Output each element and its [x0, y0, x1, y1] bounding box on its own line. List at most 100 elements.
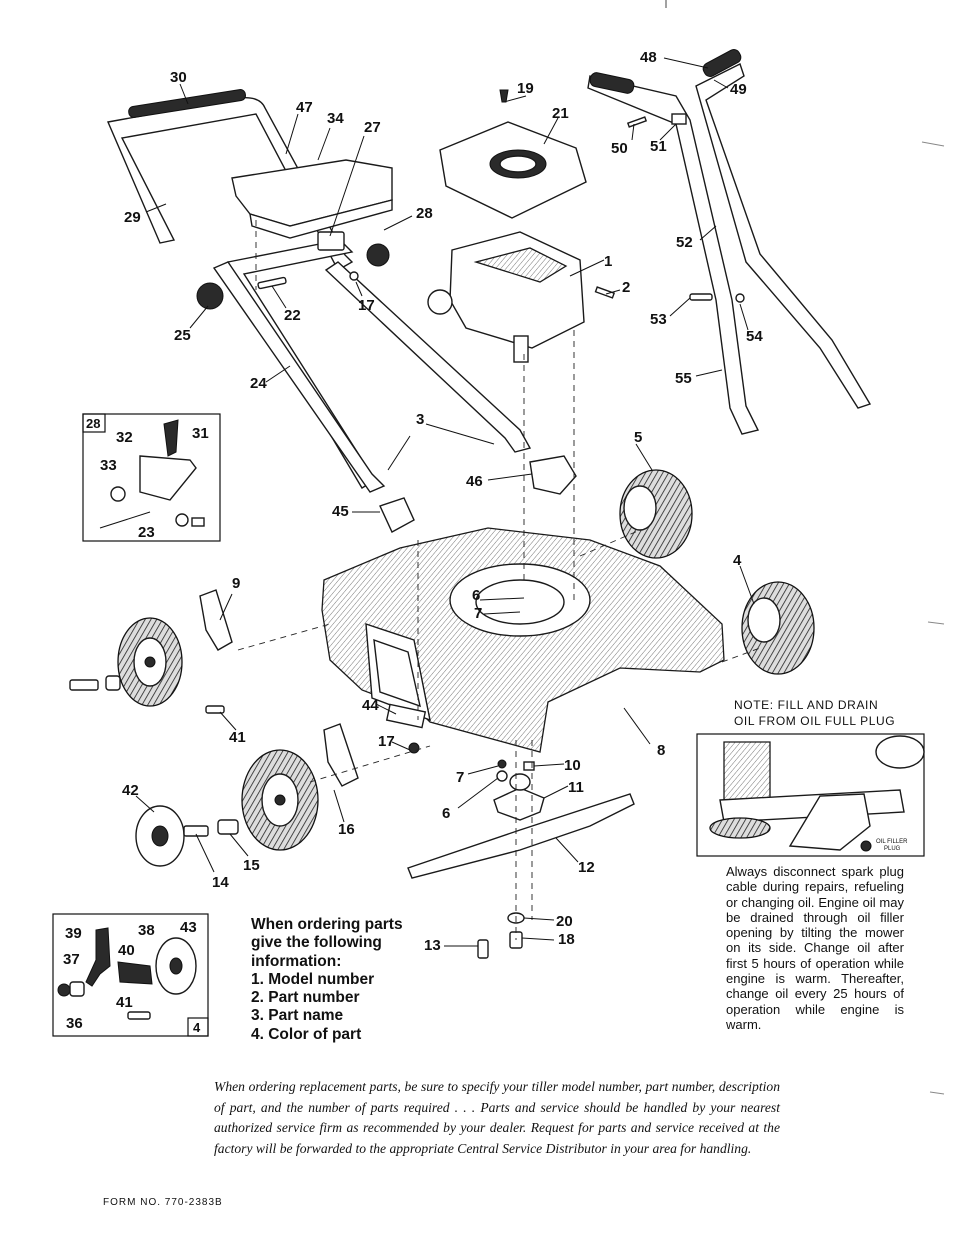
lower-handle-tube — [212, 261, 386, 493]
callout-15: 15 — [243, 857, 260, 874]
screw-50 — [626, 116, 648, 128]
spacer — [105, 675, 121, 691]
oil-filler-frame — [696, 733, 925, 857]
handle-assembly — [107, 89, 532, 493]
inset-lever-38 — [85, 927, 111, 987]
callout-10: 10 — [564, 757, 581, 774]
oil-note: NOTE: FILL AND DRAIN OIL FROM OIL FULL P… — [734, 697, 914, 729]
wheel-bracket-16 — [323, 723, 359, 787]
margin-mark — [921, 141, 945, 147]
ordering-list: 1. Model number 2. Part number 3. Part n… — [251, 971, 421, 1044]
callout-31: 31 — [192, 425, 209, 442]
nut-17 — [349, 271, 359, 281]
axle-bolt-left — [69, 679, 99, 691]
wheels — [69, 469, 815, 867]
ordering-heading: When ordering parts give the following i… — [251, 916, 403, 970]
inset-4-tag: 4 — [193, 1020, 201, 1035]
blade-adapter-11 — [493, 787, 545, 821]
ordering-instructions: When ordering parts give the following i… — [251, 916, 421, 1044]
callout-16: 16 — [338, 821, 355, 838]
callout-6: 6 — [472, 587, 480, 604]
oil-filler-label-2: PLUG — [884, 846, 901, 852]
oil-filler-illustration: OIL FILLER PLUG — [696, 733, 925, 857]
bolt-13 — [477, 939, 489, 959]
blade-group — [407, 759, 635, 959]
callout-47: 47 — [296, 99, 313, 116]
handle-grip — [128, 89, 246, 118]
callout-25: 25 — [174, 327, 191, 344]
callout-52: 52 — [676, 234, 693, 251]
inset-bushing-37 — [69, 981, 85, 997]
callout-46: 46 — [466, 473, 483, 490]
callout-38: 38 — [138, 922, 155, 939]
callout-4: 4 — [733, 552, 742, 569]
callout-20: 20 — [556, 913, 573, 930]
callout-41: 41 — [229, 729, 246, 746]
handle-bar-55 — [695, 63, 872, 409]
callout-43: 43 — [180, 919, 197, 936]
tiller-handle — [587, 49, 872, 435]
margin-mark — [929, 1091, 945, 1095]
callout-21: 21 — [552, 105, 569, 122]
callout-9: 9 — [232, 575, 240, 592]
callout-54: 54 — [746, 328, 763, 345]
ordering-item: 3. Part name — [251, 1007, 344, 1025]
clip-51 — [671, 113, 687, 125]
callout-24: 24 — [250, 375, 267, 392]
nut-17b — [408, 742, 420, 754]
ordering-item: 1. Model number — [251, 970, 375, 988]
callout-32: 32 — [116, 429, 133, 446]
inset-bracket-32 — [139, 455, 197, 501]
callout-27: 27 — [364, 119, 381, 136]
callout-19: 19 — [517, 80, 534, 97]
key-10 — [523, 761, 535, 771]
callout-1: 1 — [604, 253, 612, 270]
callout-36: 36 — [66, 1015, 83, 1032]
oil-filler-label-1: OIL FILLER — [876, 839, 908, 845]
callout-18: 18 — [558, 931, 575, 948]
washer-6 — [496, 770, 508, 782]
margin-mark — [927, 621, 945, 625]
inset-nut-36 — [57, 983, 71, 997]
bracket-27 — [317, 231, 345, 251]
inset-lever-31 — [163, 419, 179, 457]
callout-45: 45 — [332, 503, 349, 520]
deck-handle-bracket-46 — [529, 455, 577, 495]
washer-7 — [497, 759, 507, 769]
callout-30: 30 — [170, 69, 187, 86]
ordering-item: 2. Part number — [251, 989, 360, 1007]
bolt-53 — [689, 293, 713, 301]
engine-block-1 — [449, 231, 585, 349]
callout-6b: 6 — [442, 805, 450, 822]
engine-crankshaft — [513, 335, 529, 363]
callout-22: 22 — [284, 307, 301, 324]
callout-17b: 17 — [378, 733, 395, 750]
inset-bracket-40 — [117, 961, 153, 985]
callout-3: 3 — [416, 411, 424, 428]
callout-33: 33 — [100, 457, 117, 474]
callout-55: 55 — [675, 370, 692, 387]
callout-42: 42 — [122, 782, 139, 799]
callout-23: 23 — [138, 524, 155, 541]
oil-note-line-1: NOTE: FILL AND DRAIN — [734, 698, 879, 712]
engine — [427, 89, 616, 363]
callout-7b: 7 — [456, 769, 464, 786]
callout-34: 34 — [327, 110, 344, 127]
callout-37: 37 — [63, 951, 80, 968]
wheel-bracket-9 — [199, 589, 233, 651]
callout-29: 29 — [124, 209, 141, 226]
hand-illustration — [788, 793, 871, 851]
oil-note-line-2: OIL FROM OIL FULL PLUG — [734, 714, 896, 728]
callout-28: 28 — [416, 205, 433, 222]
inset-28-frame — [82, 413, 221, 542]
handle-knob-25 — [196, 282, 224, 310]
callout-39: 39 — [65, 925, 82, 942]
inset-4-frame — [52, 913, 209, 1037]
inset-28-tag: 28 — [86, 416, 100, 431]
blade-12 — [407, 793, 635, 879]
deck-handle-bracket-45 — [379, 497, 415, 533]
callout-51: 51 — [650, 138, 667, 155]
callout-41b: 41 — [116, 994, 133, 1011]
inset-28: 28 — [82, 413, 221, 542]
